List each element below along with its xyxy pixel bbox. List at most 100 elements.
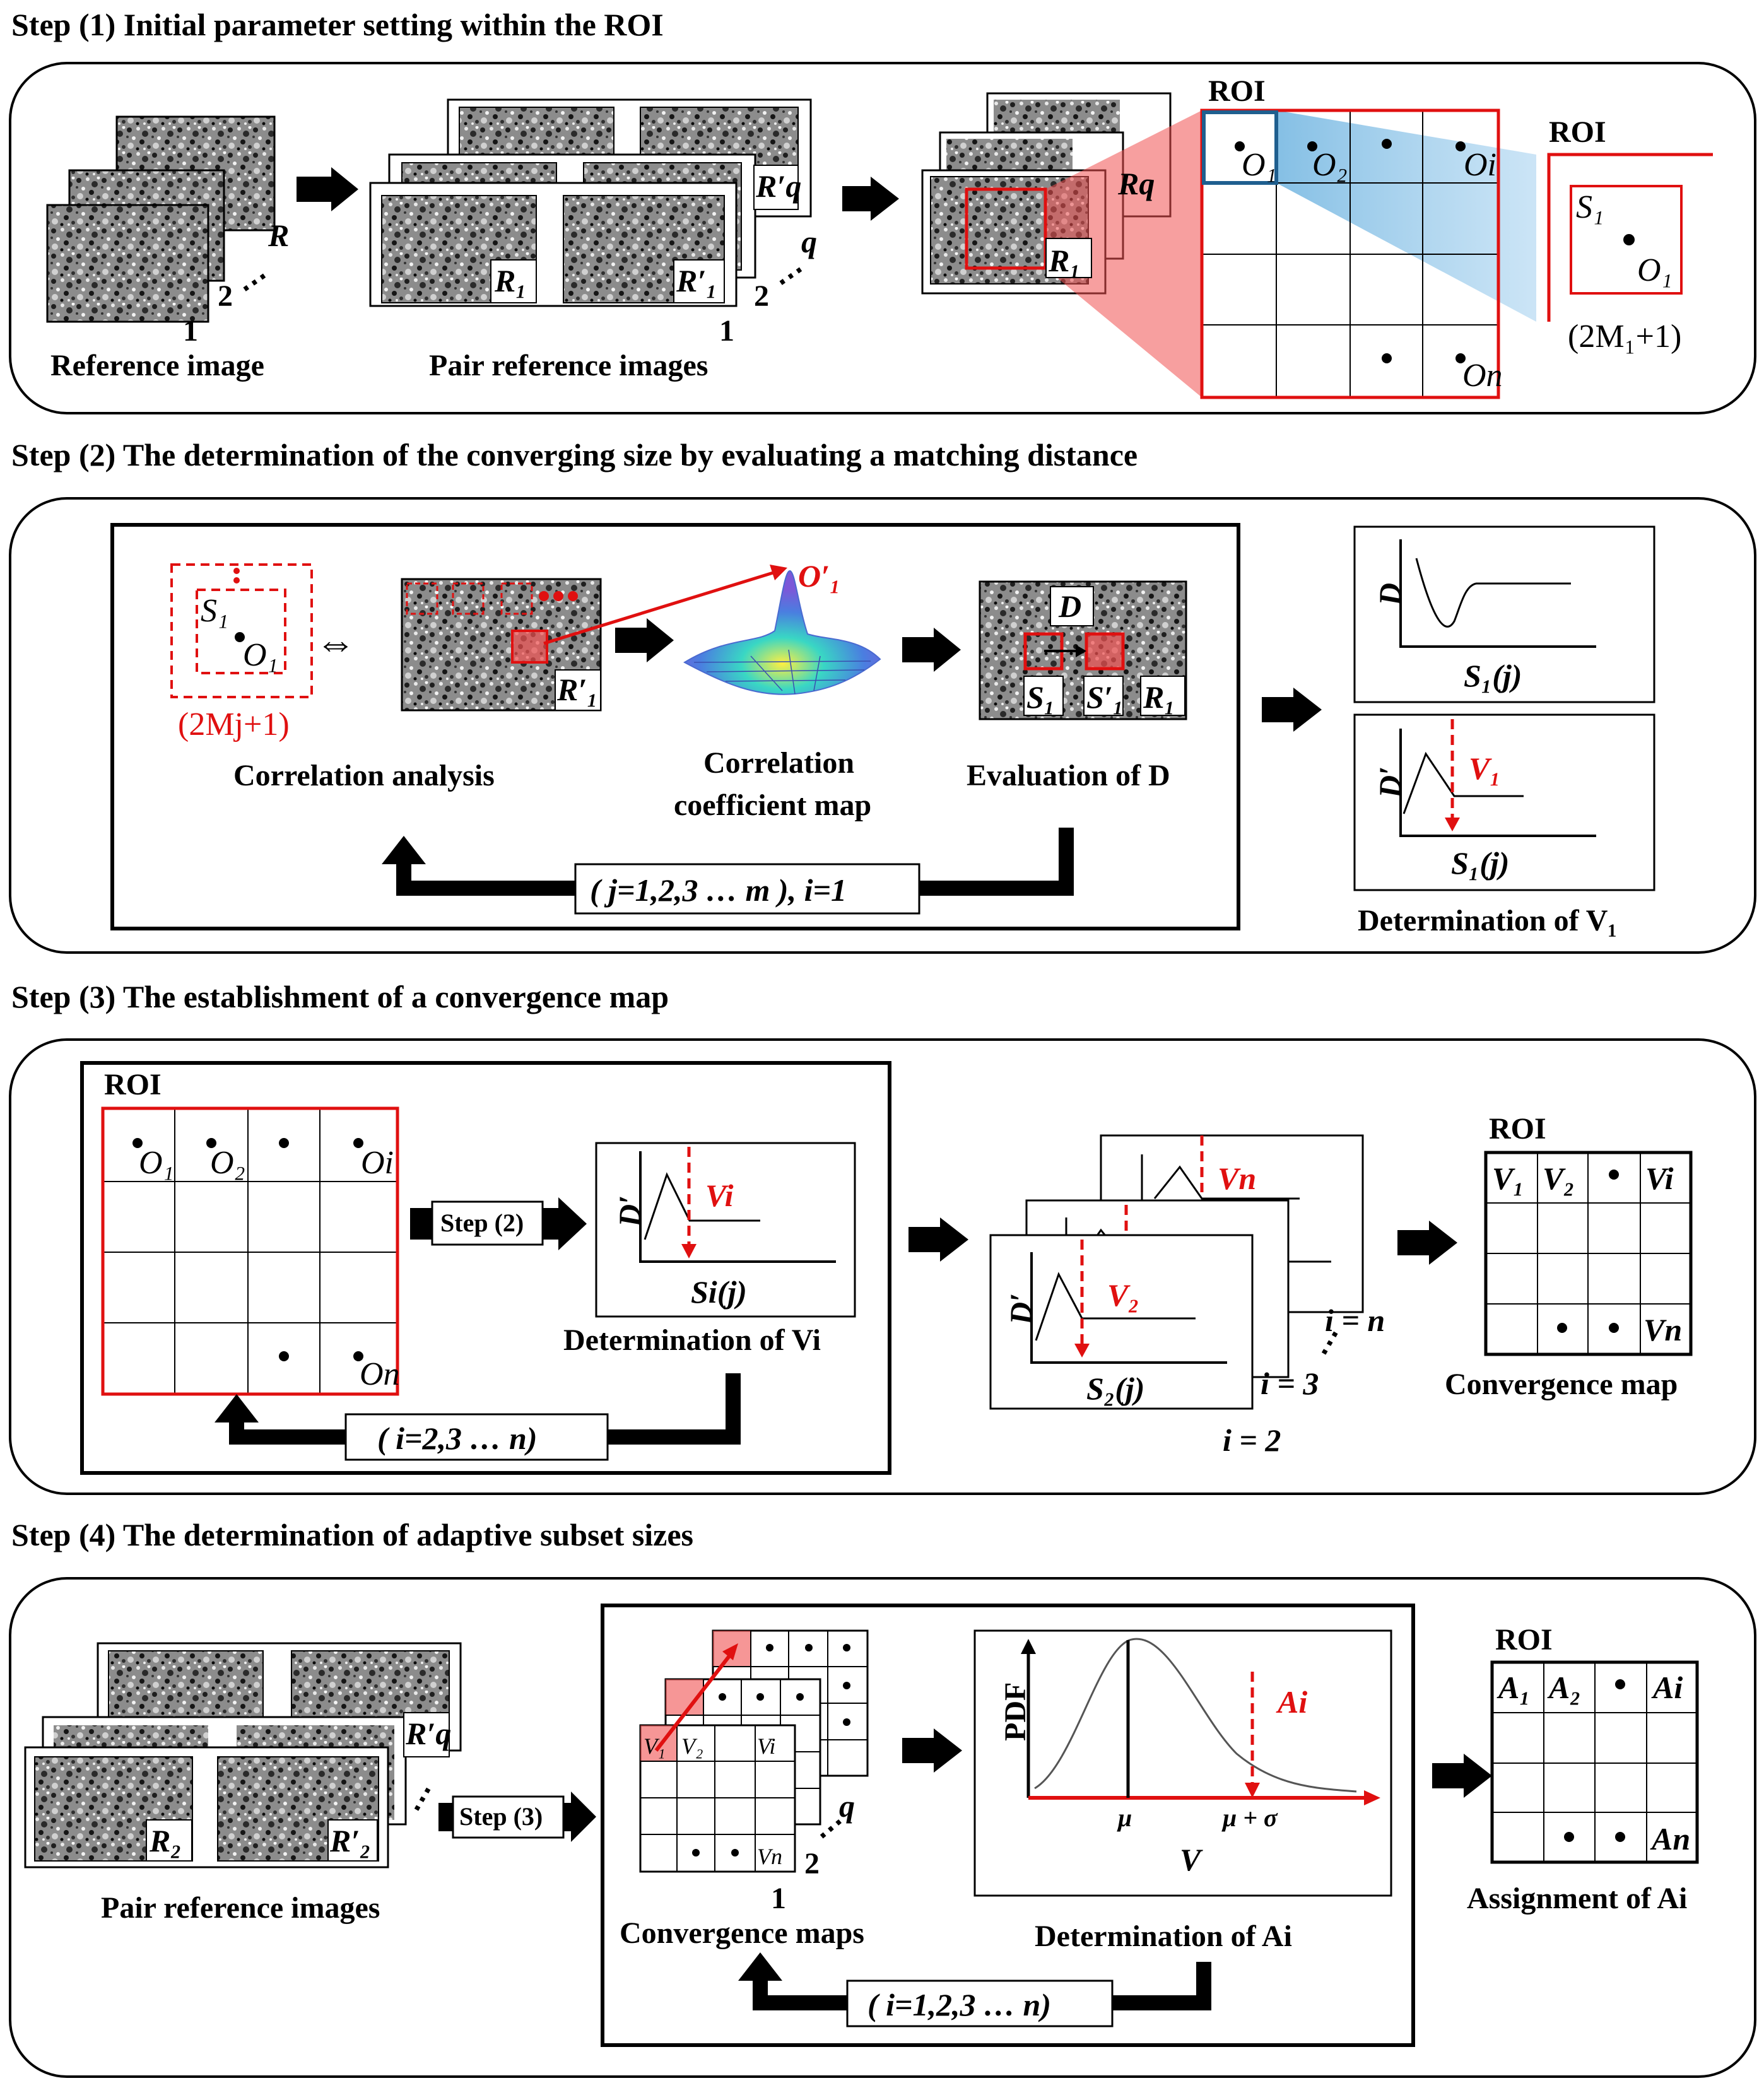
step2-title: Step (2) The determination of the conver… <box>11 437 1138 472</box>
step1-title: Step (1) Initial parameter setting withi… <box>11 7 664 42</box>
plot-D-xlabel: S₁(j) <box>1464 658 1522 693</box>
s4-Rq-prime: R′q <box>405 1716 451 1751</box>
stacked-plots <box>989 1134 1364 1410</box>
s2-label-R1p: R′₁ <box>556 672 598 707</box>
dashed-inner-subset <box>196 589 286 674</box>
roi-grid-step3 <box>103 1108 397 1394</box>
ref-index-2: 2 <box>218 279 233 313</box>
ref-dots: ⋯ <box>232 260 276 305</box>
step4-loop-frame <box>601 1604 1415 2047</box>
step3-ref-text: Step (3) <box>459 1802 543 1831</box>
s3-label-Oi: Oi <box>361 1145 394 1181</box>
stack-Vn: Vn <box>1218 1161 1256 1196</box>
double-arrow: ⇔ <box>315 620 356 665</box>
s4-map-V2: V₂ <box>681 1733 703 1759</box>
pair-index-q: q <box>801 224 817 259</box>
s3-roi-label: ROI <box>104 1068 162 1101</box>
s4-map-q: q <box>839 1788 855 1824</box>
subset-S1-box <box>1570 185 1683 295</box>
s2-size-label: (2Mj+1) <box>178 707 290 742</box>
assign-An: An <box>1650 1821 1690 1856</box>
zoom-fan-blue <box>1276 110 1536 322</box>
corr-map-label-2: coefficient map <box>674 789 871 822</box>
ref-index-1: 1 <box>183 314 198 348</box>
plot-Dprime <box>1353 713 1655 891</box>
determination-Ai-label: Determination of Ai <box>1035 1920 1292 1953</box>
roi-Rq: Rq <box>1117 166 1155 201</box>
label-i-3: i = 3 <box>1261 1366 1319 1401</box>
s2-label-S1p: S′₁ <box>1086 679 1124 715</box>
s3-arrow-2 <box>1397 1221 1457 1265</box>
step4-title: Step (4) The determination of adaptive s… <box>11 1517 693 1552</box>
s2-label-O1: O₁ <box>243 637 278 673</box>
pair-R1: R₁ <box>494 263 527 298</box>
ref-index-R: R <box>268 218 289 253</box>
label-i-n: i = n <box>1325 1303 1385 1338</box>
roi-grid-step1 <box>1202 110 1498 397</box>
conv-Vi: Vi <box>1645 1161 1674 1196</box>
assign-A2: A₂ <box>1547 1670 1581 1705</box>
reference-image-stack <box>46 115 276 323</box>
step3-loop-frame <box>80 1061 891 1475</box>
correlation-surface <box>683 570 881 695</box>
pdf-xlabel: V <box>1180 1842 1203 1877</box>
roi-box-small <box>965 187 1047 270</box>
determination-V1-label: Determination of V₁ <box>1358 904 1617 937</box>
s2-arrow-2 <box>902 628 961 672</box>
s2-label-S1: S₁ <box>201 593 228 629</box>
step1-panel <box>9 62 1756 414</box>
subset-size-label: (2M₁+1) <box>1568 319 1681 355</box>
step2-panel <box>9 497 1756 954</box>
curve-Dprime <box>1402 751 1524 814</box>
label-S1: S₁ <box>1576 189 1604 225</box>
stack-ylabel: D′ <box>1003 1293 1038 1325</box>
step3-title: Step (3) The establishment of a converge… <box>11 979 669 1014</box>
plot-Vi-xlabel: Si(j) <box>691 1274 747 1310</box>
s4-pair-label: Pair reference images <box>101 1891 380 1925</box>
roi-R1: R₁ <box>1048 243 1081 278</box>
pair-index-1: 1 <box>719 314 734 348</box>
s2-arrow-1 <box>615 618 674 662</box>
pdf-mu-sigma: μ + σ <box>1221 1804 1278 1832</box>
s2-label-S1-box: S₁ <box>1026 679 1055 715</box>
label-On: On <box>1462 358 1503 394</box>
dashed-outer-subset <box>170 563 313 698</box>
s3-label-O1: O₁ <box>139 1145 174 1181</box>
convergence-maps-label: Convergence maps <box>620 1916 864 1950</box>
stack-V2: V₂ <box>1107 1277 1139 1313</box>
s4-dots: ⋯ <box>400 1778 444 1821</box>
point-On <box>1455 353 1466 363</box>
s4-pair-stack <box>24 1642 462 1868</box>
label-Oi: Oi <box>1464 147 1496 183</box>
label-O1: O₁ <box>1242 147 1277 183</box>
s4-roi-label: ROI <box>1495 1623 1553 1657</box>
roi-label-2: ROI <box>1549 115 1606 149</box>
conv-V2: V₂ <box>1543 1161 1575 1196</box>
step2-loop-frame <box>110 523 1240 930</box>
s2-arrow-3 <box>1262 688 1322 732</box>
s4-map-stack <box>639 1629 869 1873</box>
s3-arrow-1 <box>908 1217 968 1262</box>
conv-V1: V₁ <box>1492 1161 1524 1196</box>
pdf-Ai: Ai <box>1276 1684 1307 1720</box>
pair-index-2: 2 <box>754 279 769 313</box>
plot-D-ylabel: D <box>1372 583 1408 606</box>
s3-label-On: On <box>360 1356 400 1392</box>
assignment-Ai-label: Assignment of Ai <box>1467 1882 1687 1915</box>
plot-Vi-label: Vi <box>705 1178 734 1213</box>
stack-xlabel: S₂(j) <box>1086 1371 1144 1406</box>
subset-highlight-O1 <box>1202 110 1278 185</box>
reference-image-label: Reference image <box>50 349 264 382</box>
pair-Rq-prime: R′q <box>755 168 801 204</box>
step4-panel <box>9 1577 1756 2078</box>
pdf-ylabel: PDF <box>999 1682 1032 1741</box>
pdf-curve <box>1034 1638 1357 1793</box>
s2-label-D: D <box>1058 589 1081 624</box>
s4-map-1: 1 <box>771 1882 786 1915</box>
point-Oi <box>1455 141 1466 151</box>
s3-label-O2: O₂ <box>210 1145 245 1181</box>
convergence-map-label: Convergence map <box>1445 1368 1678 1401</box>
pair-reference-stack <box>369 98 812 307</box>
pdf-mu: μ <box>1117 1804 1132 1832</box>
s3-conv-roi: ROI <box>1489 1112 1546 1146</box>
